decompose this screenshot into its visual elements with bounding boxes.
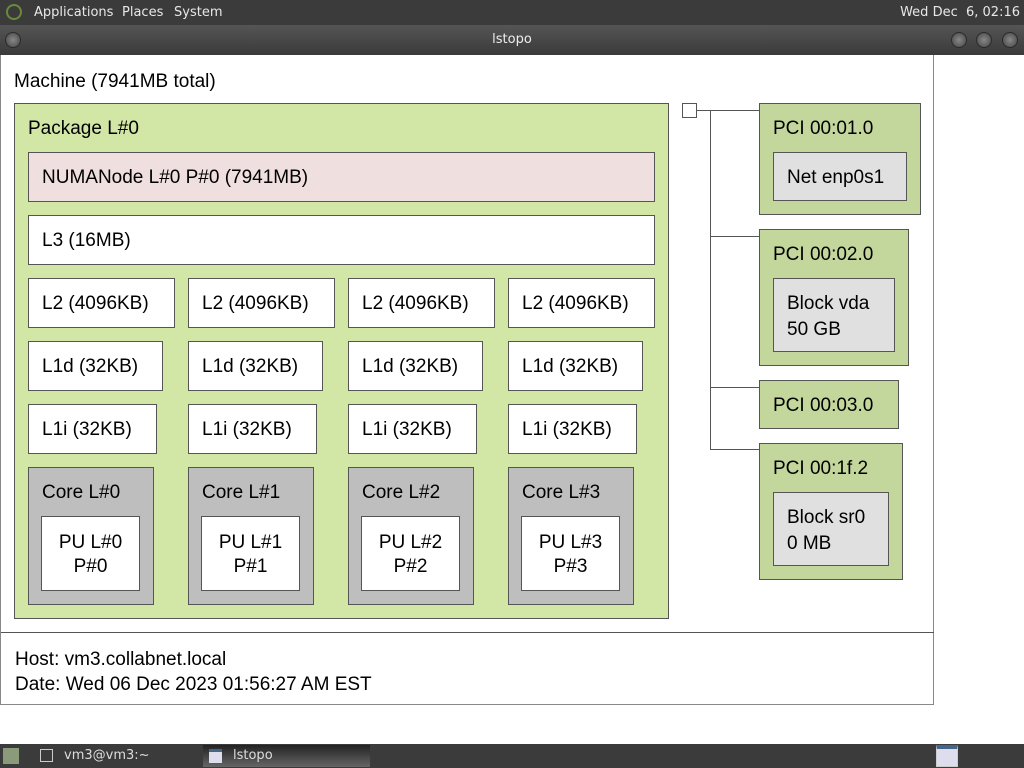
l1i-cache-box: L1i (32KB) <box>508 404 637 454</box>
pu-label: PU L#1 <box>218 532 283 553</box>
pci-device-2: PCI 00:03.0 <box>759 380 899 429</box>
machine-label: Machine (7941MB total) <box>14 71 216 92</box>
window-icon <box>209 749 222 763</box>
pu-physical: P#1 <box>233 556 268 577</box>
l2-label: L2 (4096KB) <box>202 293 309 314</box>
core-label: Core L#0 <box>42 482 121 503</box>
bus-line <box>710 236 759 237</box>
l1d-label: L1d (32KB) <box>42 356 139 377</box>
block-device-vda: Block vda 50 GB <box>773 278 895 352</box>
device-size: 0 MB <box>787 533 832 554</box>
pu-label: PU L#0 <box>58 532 123 553</box>
pci-label: PCI 00:03.0 <box>773 395 874 416</box>
l1i-cache-box: L1i (32KB) <box>348 404 477 454</box>
core-label: Core L#1 <box>202 482 281 503</box>
l1d-label: L1d (32KB) <box>522 356 619 377</box>
l1d-cache-box: L1d (32KB) <box>508 341 643 391</box>
l1d-cache-box: L1d (32KB) <box>188 341 323 391</box>
device-label: Block sr0 <box>787 507 866 528</box>
l2-label: L2 (4096KB) <box>42 293 149 314</box>
gnome-logo-icon[interactable] <box>6 4 22 20</box>
block-device-sr0: Block sr0 0 MB <box>773 492 889 566</box>
terminal-icon <box>40 749 53 762</box>
bus-line <box>710 449 759 450</box>
l1i-label: L1i (32KB) <box>522 419 612 440</box>
divider <box>1 632 934 633</box>
device-label: Block vda <box>787 293 870 314</box>
close-button[interactable] <box>1002 32 1018 48</box>
l2-cache-box: L2 (4096KB) <box>348 278 495 328</box>
l3-cache-box: L3 (16MB) <box>28 215 655 265</box>
clock[interactable]: Wed Dec 6, 02:16 <box>900 5 1020 20</box>
pu-physical: P#3 <box>553 556 588 577</box>
l1i-label: L1i (32KB) <box>362 419 452 440</box>
footer-date: Date: Wed 06 Dec 2023 01:56:27 AM EST <box>15 674 372 695</box>
l1i-cache-box: L1i (32KB) <box>28 404 157 454</box>
pu-label: PU L#3 <box>538 532 603 553</box>
task-label: lstopo <box>233 748 273 763</box>
pci-label: PCI 00:1f.2 <box>773 458 869 479</box>
l2-cache-box: L2 (4096KB) <box>508 278 655 328</box>
minimize-button[interactable] <box>951 32 967 48</box>
bus-line <box>697 110 759 111</box>
pci-label: PCI 00:02.0 <box>773 244 874 265</box>
pu-label: PU L#2 <box>378 532 443 553</box>
core-label: Core L#2 <box>362 482 441 503</box>
l2-cache-box: L2 (4096KB) <box>188 278 335 328</box>
pu-physical: P#2 <box>393 556 428 577</box>
l1i-cache-box: L1i (32KB) <box>188 404 317 454</box>
window-menu-button[interactable] <box>5 32 21 48</box>
maximize-button[interactable] <box>976 32 992 48</box>
task-label: vm3@vm3:~ <box>64 748 150 763</box>
host-bridge <box>682 103 697 118</box>
numa-label: NUMANode L#0 P#0 (7941MB) <box>42 167 309 188</box>
l1d-cache-box: L1d (32KB) <box>28 341 163 391</box>
task-terminal[interactable]: vm3@vm3:~ <box>34 745 199 767</box>
core-label: Core L#3 <box>522 482 601 503</box>
top-panel: Applications Places System Wed Dec 6, 02… <box>0 0 1024 25</box>
bus-line <box>710 110 711 450</box>
l1d-label: L1d (32KB) <box>202 356 299 377</box>
menu-applications[interactable]: Applications <box>34 5 114 20</box>
l1i-label: L1i (32KB) <box>202 419 292 440</box>
l2-label: L2 (4096KB) <box>522 293 629 314</box>
menu-places[interactable]: Places <box>122 5 164 20</box>
l2-cache-box: L2 (4096KB) <box>28 278 175 328</box>
numa-node-box: NUMANode L#0 P#0 (7941MB) <box>28 152 655 202</box>
l1d-label: L1d (32KB) <box>362 356 459 377</box>
bus-line <box>710 387 759 388</box>
net-device: Net enp0s1 <box>773 152 907 201</box>
pu-physical: P#0 <box>73 556 108 577</box>
window-titlebar[interactable]: lstopo <box>0 25 1024 55</box>
device-size: 50 GB <box>787 319 841 340</box>
l1i-label: L1i (32KB) <box>42 419 132 440</box>
window-title: lstopo <box>492 32 532 47</box>
workspace-switcher[interactable] <box>936 745 958 767</box>
l1d-cache-box: L1d (32KB) <box>348 341 483 391</box>
footer-host: Host: vm3.collabnet.local <box>15 649 227 670</box>
task-lstopo[interactable]: lstopo <box>203 745 370 767</box>
l3-label: L3 (16MB) <box>42 230 131 251</box>
menu-system[interactable]: System <box>174 5 223 20</box>
package-label: Package L#0 <box>28 118 139 139</box>
taskbar: vm3@vm3:~ lstopo <box>0 744 1024 768</box>
pci-label: PCI 00:01.0 <box>773 118 874 139</box>
l2-label: L2 (4096KB) <box>362 293 469 314</box>
device-label: Net enp0s1 <box>787 167 885 188</box>
show-desktop-icon[interactable] <box>3 748 19 764</box>
